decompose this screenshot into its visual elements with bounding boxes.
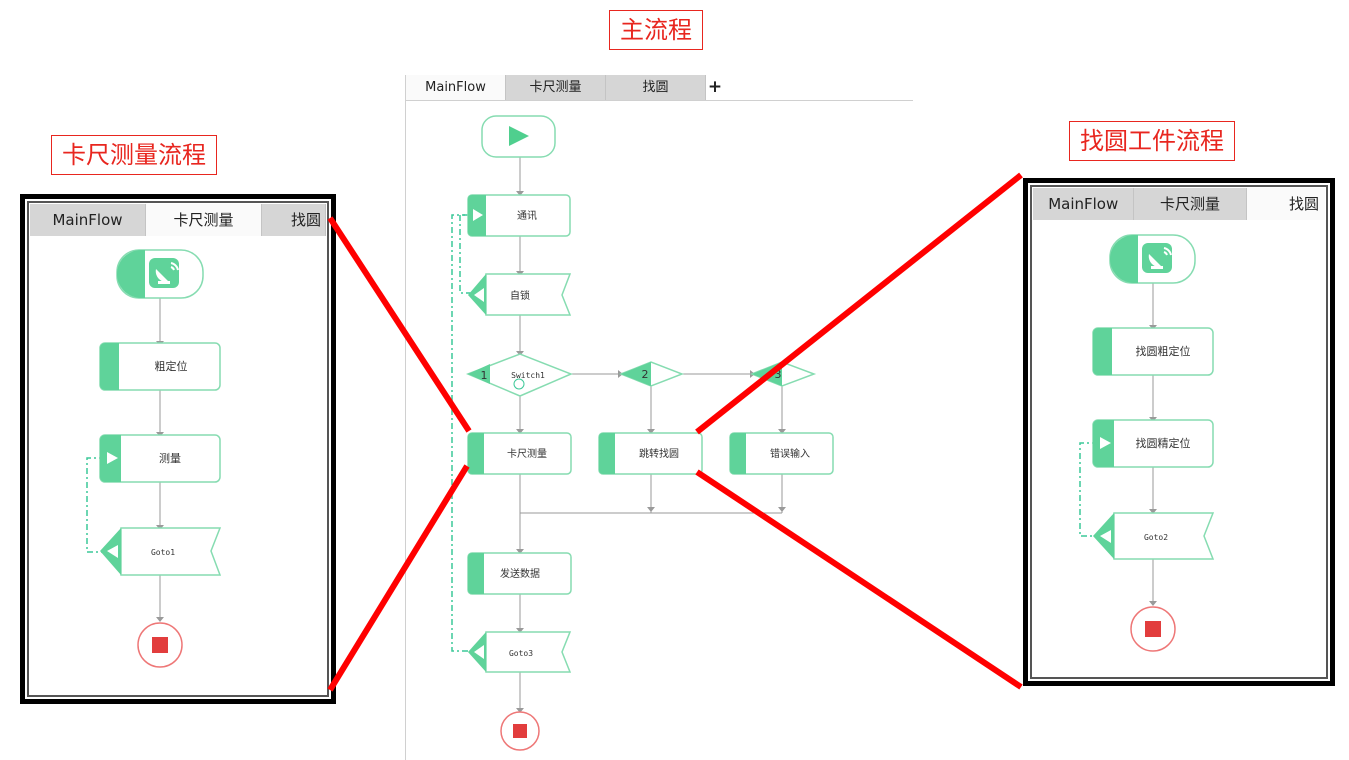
circle-flow-title: 找圆工件流程 [1069, 121, 1235, 161]
goto-back-arrow-icon [107, 545, 118, 558]
tab-find-circle[interactable]: 找圆 [262, 204, 326, 236]
node-switch[interactable]: Switch1 [511, 371, 545, 380]
circle-flow-panel: MainFlow 卡尺测量 找圆 找圆粗定位 [1023, 178, 1335, 686]
node-send-data[interactable]: 发送数据 [500, 567, 540, 580]
node-error-input[interactable]: 错误输入 [770, 447, 810, 460]
tab-caliper[interactable]: 卡尺测量 [506, 75, 606, 100]
node-caliper[interactable]: 卡尺测量 [507, 447, 547, 460]
caliper-flow-canvas: 粗定位 测量 Goto1 [86, 249, 222, 668]
stop-icon[interactable] [513, 724, 527, 738]
node-goto1[interactable]: Goto1 [151, 548, 175, 557]
stop-icon[interactable] [1145, 621, 1161, 637]
node-comm[interactable]: 通讯 [517, 210, 537, 222]
main-flow-panel: MainFlow 卡尺测量 找圆 + [405, 75, 913, 760]
tab-caliper[interactable]: 卡尺测量 [1134, 188, 1247, 220]
loop-arrow-icon [1100, 437, 1111, 449]
switch-case-2: 2 [642, 368, 649, 381]
node-goto2[interactable]: Goto2 [1144, 533, 1168, 542]
caliper-flow-panel: MainFlow 卡尺测量 找圆 粗定位 [20, 194, 336, 704]
tab-find-circle[interactable]: 找圆 [1246, 188, 1326, 220]
node-circle-coarse[interactable]: 找圆粗定位 [1136, 344, 1191, 358]
start-play-icon[interactable] [509, 126, 529, 146]
node-lock[interactable]: 自锁 [510, 289, 530, 302]
circle-tab-bar: MainFlow 卡尺测量 找圆 [1033, 188, 1326, 220]
tab-caliper[interactable]: 卡尺测量 [146, 204, 262, 236]
tab-mainflow[interactable]: MainFlow [1033, 188, 1135, 220]
node-goto3[interactable]: Goto3 [509, 649, 533, 658]
main-flow-title: 主流程 [609, 10, 703, 50]
satellite-dish-icon[interactable] [1142, 243, 1172, 273]
caliper-flow-title: 卡尺测量流程 [51, 135, 217, 175]
loop-arrow-icon [107, 452, 118, 464]
circle-flow-canvas: 找圆粗定位 找圆精定位 Goto2 [1079, 234, 1215, 652]
goto-back-arrow-icon [474, 645, 484, 659]
caliper-tab-bar: MainFlow 卡尺测量 找圆 [30, 204, 326, 236]
node-measure[interactable]: 测量 [159, 452, 181, 465]
node-jump-circle[interactable]: 跳转找圆 [639, 447, 679, 460]
stop-icon[interactable] [152, 637, 168, 653]
switch-case-3: 3 [775, 368, 782, 381]
loop-arrow-icon [473, 209, 483, 221]
tab-mainflow[interactable]: MainFlow [30, 204, 146, 236]
goto-back-arrow-icon [474, 288, 484, 302]
main-flow-canvas: 通讯 自锁 1 Switch1 2 3 卡尺测量 跳转找圆 错误输入 发送数据 … [451, 115, 834, 751]
main-tab-bar: MainFlow 卡尺测量 找圆 + [406, 75, 913, 101]
switch-add-icon[interactable] [513, 378, 525, 390]
tab-find-circle[interactable]: 找圆 [606, 75, 706, 100]
node-circle-fine[interactable]: 找圆精定位 [1136, 436, 1191, 450]
goto-back-arrow-icon [1100, 530, 1111, 543]
satellite-dish-icon[interactable] [149, 258, 179, 288]
tab-mainflow[interactable]: MainFlow [406, 75, 506, 100]
switch-case-1: 1 [481, 369, 488, 382]
node-coarse-position[interactable]: 粗定位 [155, 359, 188, 373]
add-tab-button[interactable]: + [706, 75, 724, 100]
